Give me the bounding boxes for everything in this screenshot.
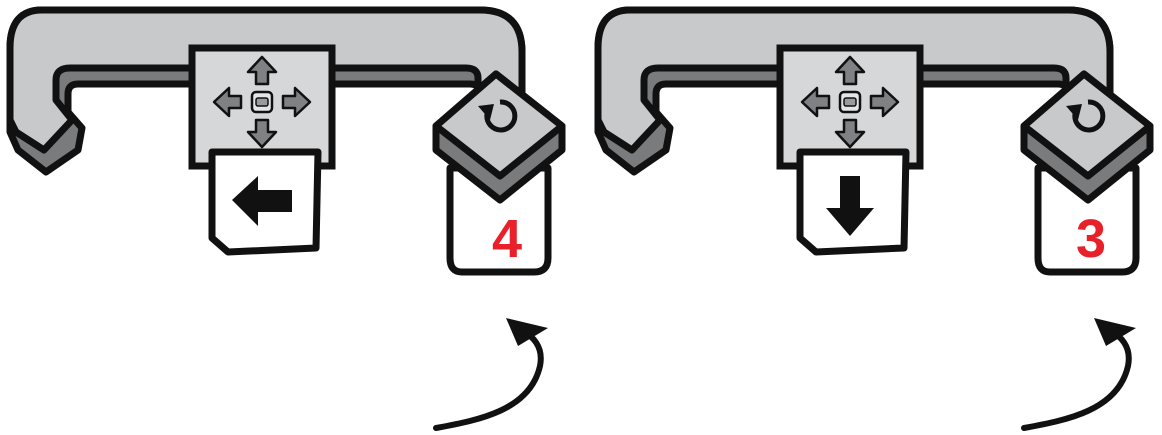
move-block[interactable] (192, 48, 332, 252)
loop-block-2[interactable]: 3 (598, 10, 1150, 428)
loop-count-label: 3 (1076, 209, 1106, 269)
curved-arrow-icon (1024, 318, 1136, 428)
move-block[interactable] (780, 48, 920, 252)
loop-count-label: 4 (492, 209, 522, 269)
loop-block-1[interactable]: 4 (10, 10, 562, 428)
curved-arrow-icon (436, 318, 548, 428)
